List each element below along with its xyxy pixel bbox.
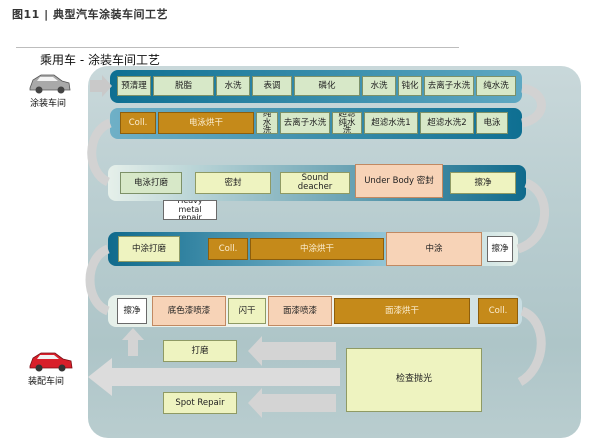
turn-arrow-1-2	[520, 83, 546, 128]
turn-arrow-4-5	[85, 244, 111, 316]
left-arrow-to-spot-repair	[248, 388, 336, 418]
step-uf-rinse-2: 超滤水洗2	[420, 112, 474, 134]
step-sanding: 打磨	[163, 340, 237, 362]
step-degrease: 脱脂	[153, 76, 214, 96]
turn-arrow-3-4	[516, 178, 550, 254]
step-uf-rinse-1: 超滤水洗1	[364, 112, 418, 134]
diagram-subtitle: 乘用车 - 涂装车间工艺	[40, 53, 160, 67]
figure-title: 图11 | 典型汽车涂装车间工艺	[12, 8, 168, 21]
step-sealing: 密封	[195, 172, 271, 194]
step-ecoat-sanding: 电泳打磨	[120, 172, 182, 194]
turn-arrow-2-3	[87, 118, 113, 187]
step-pure-water-rinse-1: 纯水洗	[476, 76, 516, 96]
up-arrow	[122, 328, 144, 356]
step-uf-pure-water-rinse: 超滤纯水洗	[332, 112, 362, 134]
step-wipe-3: 擦净	[117, 298, 147, 324]
step-topcoat-oven: 面漆烘干	[334, 298, 470, 324]
step-pre-clean: 预清理	[117, 76, 151, 96]
left-arrow-to-sanding	[248, 336, 336, 366]
title-rule	[16, 47, 459, 48]
car-icon-paint-shop	[29, 74, 71, 94]
step-primer-sanding: 中涂打磨	[118, 236, 180, 262]
car-icon-assembly	[29, 352, 73, 372]
step-primer: 中涂	[386, 232, 482, 266]
exit-arrow	[88, 358, 340, 396]
step-pure-water-rinse-2: 纯水洗	[256, 112, 278, 134]
step-rinse-2: 水洗	[362, 76, 396, 96]
step-di-water-rinse: 去离子水洗	[424, 76, 474, 96]
step-primer-oven: 中涂烘干	[250, 238, 384, 260]
step-phosphating: 磷化	[294, 76, 360, 96]
step-electrocoat-oven: 电泳烘干	[158, 112, 254, 134]
step-surface-conditioning: 表调	[252, 76, 292, 96]
step-underbody-sealing: Under Body 密封	[355, 164, 443, 198]
step-passivation: 钝化	[398, 76, 422, 96]
entry-arrow	[90, 75, 112, 97]
step-sound-deadener: Sound deacher	[280, 172, 350, 194]
note-heavy-metal-repair: Heavy metal repair	[163, 200, 217, 220]
step-inspection-polish: 检查抛光	[346, 348, 482, 412]
step-flash-off: 闪干	[228, 298, 266, 324]
step-collection-1: Coll.	[120, 112, 156, 134]
step-di-water-rinse-2: 去离子水洗	[280, 112, 330, 134]
paint-shop-label: 涂装车间	[30, 99, 67, 109]
turn-arrow-5-out	[517, 306, 546, 386]
step-topcoat-spray: 面漆喷漆	[268, 296, 332, 326]
step-collection-3: Coll.	[478, 298, 518, 324]
step-basecoat-spray: 底色漆喷漆	[152, 296, 226, 326]
step-electrocoat: 电泳	[476, 112, 508, 134]
step-collection-2: Coll.	[208, 238, 248, 260]
step-spot-repair: Spot Repair	[163, 392, 237, 414]
assembly-shop-label: 装配车间	[28, 377, 65, 387]
step-wipe-2: 擦净	[487, 236, 513, 262]
step-wipe-1: 擦净	[450, 172, 516, 194]
step-rinse-1: 水洗	[216, 76, 250, 96]
